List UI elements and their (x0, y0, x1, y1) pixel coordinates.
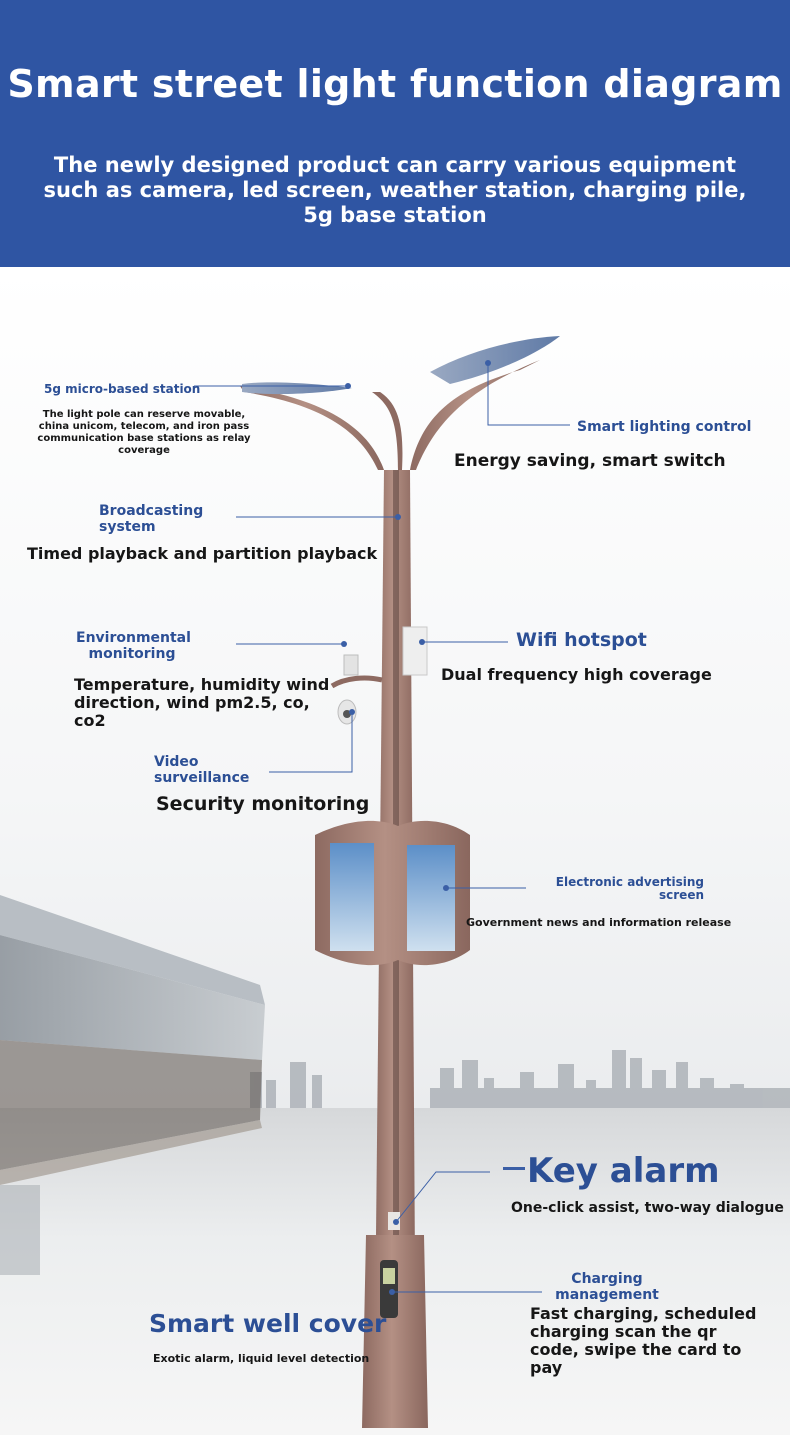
key-alarm-desc: One-click assist, two-way dialogue (511, 1200, 784, 1216)
broadcast-label: Broadcasting system (99, 503, 204, 535)
advertising-label: Electronic advertising screen (555, 875, 704, 902)
street-light-scene: 5g micro-based station The light pole ca… (0, 267, 790, 1435)
canopy-building (0, 895, 265, 1275)
weather-camera-arm (330, 654, 383, 725)
leader-lines (194, 363, 570, 1293)
environment-label: Environmental monitoring (76, 630, 191, 662)
charging-desc: Fast charging, scheduled charging scan t… (530, 1304, 757, 1377)
header-banner: Smart street light function diagram The … (0, 0, 790, 267)
page-subtitle: The newly designed product can carry var… (43, 153, 747, 227)
base-station-desc: The light pole can reserve movable, chin… (37, 409, 251, 456)
broadcast-desc: Timed playback and partition playback (27, 544, 378, 563)
wifi-desc: Dual frequency high coverage (441, 665, 712, 684)
video-label: Video surveillance (154, 754, 250, 786)
video-desc: Security monitoring (156, 793, 370, 815)
street-light-illustration (0, 267, 790, 1435)
lighting-desc: Energy saving, smart switch (454, 451, 726, 471)
well-cover-label: Smart well cover (149, 1309, 387, 1338)
wifi-hotspot-box (402, 626, 428, 676)
well-cover-desc: Exotic alarm, liquid level detection (153, 1352, 370, 1365)
base-station-label: 5g micro-based station (44, 382, 201, 396)
lighting-label: Smart lighting control (577, 419, 752, 435)
key-alarm-label: Key alarm (527, 1151, 720, 1191)
environment-desc: Temperature, humidity wind direction, wi… (74, 675, 330, 730)
wifi-label: Wifi hotspot (516, 629, 647, 651)
page-title: Smart street light function diagram (7, 62, 783, 106)
key-alarm-accent (503, 1167, 525, 1170)
advertising-desc: Government news and information release (466, 916, 732, 929)
leader-dots (341, 360, 491, 1295)
advertising-panel (315, 820, 470, 966)
charging-label: Charging management (555, 1271, 659, 1303)
